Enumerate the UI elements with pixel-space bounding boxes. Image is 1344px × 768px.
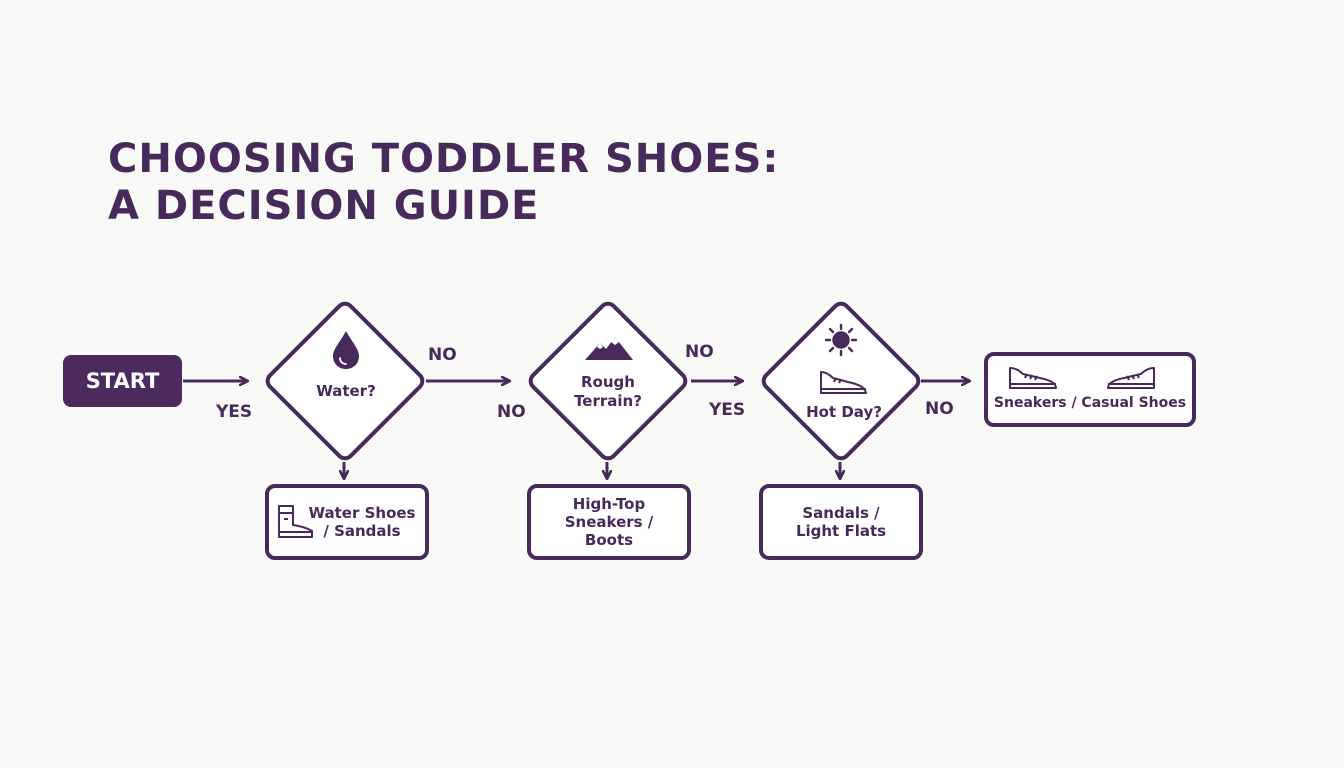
outcome-water-shoes-line-1: Water Shoes	[308, 504, 416, 522]
edge-label-start-yes: YES	[216, 402, 253, 422]
outcome-sandals-text: Sandals / Light Flats	[759, 504, 923, 540]
outcome-water-shoes-line-2: / Sandals	[323, 522, 401, 540]
mountain-icon	[585, 337, 633, 360]
decision-hot-line-1: Hot Day?	[806, 403, 882, 421]
edge-label-hot-no: NO	[925, 399, 954, 419]
edge-label-terrain-no-left: NO	[497, 402, 526, 422]
outcome-sandals-line-1: Sandals /	[802, 504, 880, 522]
boot-icon	[278, 505, 313, 538]
outcome-high-top-text: High-Top Sneakers / Boots	[527, 495, 691, 549]
decision-terrain-line-2: Terrain?	[574, 392, 642, 410]
decision-diamond-water	[265, 301, 425, 461]
decision-water-label: Water?	[295, 382, 397, 401]
edge-label-terrain-no-right: NO	[685, 342, 714, 362]
page-title: CHOOSING TODDLER SHOES: A DECISION GUIDE	[108, 136, 779, 230]
title-line-1: CHOOSING TODDLER SHOES:	[108, 136, 780, 182]
decision-terrain-line-1: Rough	[581, 373, 635, 391]
sun-icon	[824, 323, 858, 357]
outcome-water-shoes	[265, 484, 429, 560]
start-node: START	[63, 355, 182, 407]
outcome-high-top-line-1: High-Top	[572, 495, 646, 513]
decision-water-line-1: Water?	[316, 382, 376, 400]
edge-label-terrain-yes: YES	[709, 400, 746, 420]
sneaker-icon-left	[1009, 367, 1057, 389]
outcome-high-top-line-3: Boots	[584, 531, 634, 549]
title-line-2: A DECISION GUIDE	[108, 183, 540, 229]
outcome-sneakers-text: Sneakers / Casual Shoes	[984, 394, 1196, 412]
decision-hot-label: Hot Day?	[794, 403, 894, 422]
sneaker-icon-right	[1107, 367, 1155, 389]
decision-terrain-label: Rough Terrain?	[558, 373, 658, 411]
outcome-sneakers	[984, 352, 1196, 427]
outcome-sneakers-line-1: Sneakers / Casual Shoes	[993, 395, 1187, 411]
outcome-water-shoes-text: Water Shoes / Sandals	[306, 504, 418, 540]
outcome-high-top	[527, 484, 691, 560]
sneaker-icon-hot-day	[820, 371, 867, 394]
decision-diamond-terrain	[528, 301, 688, 461]
outcome-sandals-line-2: Light Flats	[795, 522, 887, 540]
start-label: START	[85, 369, 160, 393]
edge-label-water-no: NO	[428, 345, 457, 365]
outcome-sandals	[759, 484, 923, 560]
water-drop-icon	[333, 331, 359, 369]
outcome-high-top-line-2: Sneakers /	[564, 513, 654, 531]
